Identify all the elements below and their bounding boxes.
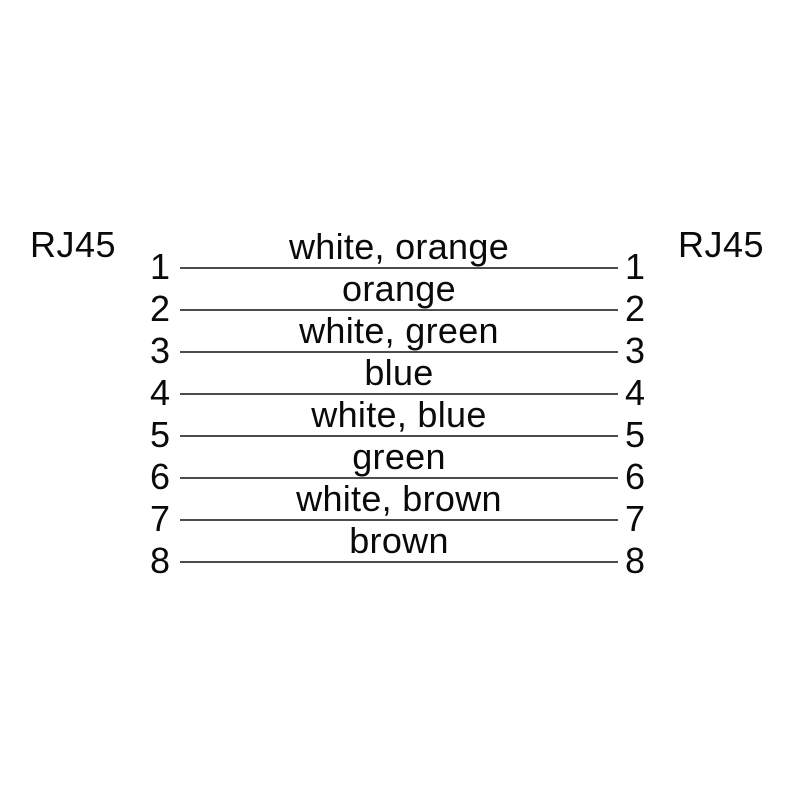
pin-number-right: 4 [625,372,646,413]
pin-number-right: 3 [625,330,646,371]
wire-line [180,561,618,563]
pin-number-left: 6 [149,456,170,497]
wire-line [180,519,618,521]
pin-number-left: 8 [149,540,170,581]
wire-color-label: brown [349,520,449,561]
wire-line [180,477,618,479]
wire-line [180,351,618,353]
wire-color-label: white, green [299,310,499,351]
pin-number-right: 8 [625,540,646,581]
pin-number-right: 1 [625,246,646,287]
pin-number-right: 2 [625,288,646,329]
left-connector-title: RJ45 [30,224,117,265]
pin-number-left: 5 [149,414,170,455]
wire-color-label: white, orange [288,226,510,267]
wire-color-label: blue [364,352,434,393]
pin-number-left: 3 [149,330,170,371]
wire-line [180,435,618,437]
pin-number-left: 4 [149,372,170,413]
pin-number-left: 7 [149,498,170,539]
wire-line [180,393,618,395]
wire-line [180,309,618,311]
right-connector-title: RJ45 [678,224,765,265]
wire-line [180,267,618,269]
pin-number-left: 1 [149,246,170,287]
pin-number-left: 2 [149,288,170,329]
pin-number-right: 5 [625,414,646,455]
pin-number-right: 7 [625,498,646,539]
pin-number-right: 6 [625,456,646,497]
wire-color-label: white, blue [311,394,487,435]
wire-color-label: white, brown [296,478,502,519]
wire-color-label: green [352,436,446,477]
wire-color-label: orange [342,268,456,309]
